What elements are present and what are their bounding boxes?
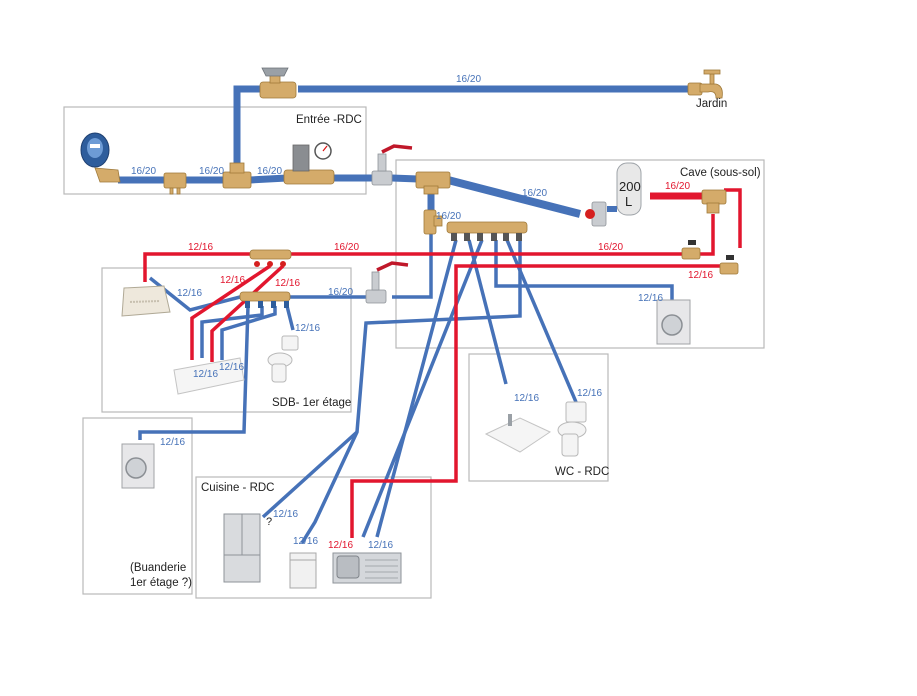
pipe-labels: 16/20 16/20 16/20 16/20 16/20 16/20 16/2…	[131, 74, 713, 551]
room-label-sdb: SDB- 1er étage	[272, 397, 351, 409]
hot-pipe-sdb-sink-1	[190, 264, 271, 360]
hot-pipes	[143, 188, 742, 538]
hot-valve-2-icon	[719, 255, 739, 275]
sdb-toilet-icon	[267, 335, 299, 383]
entry-tee-icon	[222, 162, 252, 189]
water-heater-unit: L	[625, 194, 632, 209]
pipe-label: 12/16	[514, 393, 539, 404]
pipe-label: 12/16	[638, 293, 663, 304]
pipe-label: 16/20	[522, 188, 547, 199]
cold-pipe-sdb-sink-2	[220, 306, 277, 360]
water-meter-icon	[80, 132, 121, 183]
manifold-tee-icon	[423, 209, 443, 235]
hot-pipe-sdb-shower	[143, 252, 250, 282]
fridge-question-mark: ?	[266, 516, 272, 528]
heater-tee-icon	[701, 189, 727, 214]
pipe-label: 12/16	[295, 323, 320, 334]
kitchen-sink-icon	[332, 552, 402, 584]
cold-pipe-wc-sink	[467, 239, 508, 385]
garden-tap-icon	[687, 69, 723, 99]
cave-tee-icon	[415, 171, 451, 195]
pipe-label: 16/20	[328, 287, 353, 298]
pipe-label: 12/16	[577, 388, 602, 399]
pipe-label: 16/20	[456, 74, 481, 85]
water-heater-icon	[616, 162, 642, 216]
room-label-cave: Cave (sous-sol)	[680, 167, 761, 179]
garden-label: Jardin	[696, 98, 727, 110]
pipe-label: 16/20	[598, 242, 623, 253]
pipe-label: 16/20	[665, 181, 690, 192]
hot-pipe-tee-down	[700, 214, 715, 256]
pipe-label: 12/16	[328, 540, 353, 551]
check-valve-icon	[163, 172, 187, 195]
water-heater-capacity: 200	[619, 179, 641, 194]
hot-pipe-cuisine	[350, 264, 722, 538]
pipe-label: 12/16	[688, 270, 713, 281]
cold-pipe-cuisine-1	[375, 239, 458, 538]
room-label-entree: Entrée -RDC	[296, 114, 362, 126]
pressure-reducer-icon	[283, 142, 335, 185]
room-entree-box	[63, 106, 367, 195]
pipe-label: 12/16	[177, 288, 202, 299]
wc-sink-icon	[484, 414, 552, 453]
shower-tray-icon	[121, 285, 171, 317]
cold-pipe-to-garden-valve	[233, 85, 262, 168]
pipe-label: 16/20	[334, 242, 359, 253]
pipe-label: 16/20	[257, 166, 282, 177]
cold-pipe-valve-to-cave	[391, 174, 419, 183]
room-cuisine-box	[195, 476, 432, 599]
pipe-label: 12/16	[219, 362, 244, 373]
cave-manifold-icon	[446, 221, 528, 241]
pipe-label: 12/16	[220, 275, 245, 286]
safety-group-icon	[585, 201, 617, 227]
cold-pipe-to-heater	[447, 176, 581, 218]
fridge-icon	[223, 513, 261, 583]
cold-pipe-buanderie-washer	[138, 305, 250, 440]
pipe-label: 12/16	[160, 437, 185, 448]
room-sdb-box	[101, 267, 352, 413]
hot-pipe-sdb-sink-2	[210, 264, 285, 362]
room-label-buanderie-2: 1er étage ?)	[130, 577, 192, 589]
pipe-label: 16/20	[436, 211, 461, 222]
pipe-label: 12/16	[193, 369, 218, 380]
sdb-cold-manifold-icon	[239, 291, 291, 308]
cold-pipe-sdb-toilet	[285, 305, 295, 331]
buanderie-washing-machine-icon	[121, 443, 155, 489]
pipe-label: 16/20	[199, 166, 224, 177]
pipe-label: 16/20	[131, 166, 156, 177]
garden-valve-icon	[259, 67, 297, 99]
dishwasher-icon	[289, 552, 317, 589]
cold-pipe-sdb-sink-1	[200, 306, 264, 358]
pipe-label: 12/16	[275, 278, 300, 289]
pipe-label: 12/16	[293, 536, 318, 547]
pipe-label: 12/16	[368, 540, 393, 551]
hot-valve-1-icon	[681, 240, 701, 260]
wc-toilet-icon	[557, 401, 587, 457]
room-buanderie-box	[82, 417, 193, 595]
cave-washing-machine-icon	[656, 299, 691, 345]
cold-pipe-cave-washer	[494, 240, 674, 302]
room-label-buanderie-1: (Buanderie	[130, 562, 186, 574]
room-wc-box	[468, 353, 609, 482]
main-stop-valve-icon	[371, 144, 413, 186]
pipe-label: 12/16	[273, 509, 298, 520]
sdb-hot-manifold-icon	[249, 249, 292, 267]
room-label-cuisine: Cuisine - RDC	[201, 482, 275, 494]
cold-pipe-cuisine-2	[361, 239, 484, 538]
hot-pipe-tee-right	[724, 188, 742, 248]
pipe-label: 12/16	[188, 242, 213, 253]
cold-pipe-fridge	[261, 430, 359, 519]
sdb-sink-icon	[173, 357, 245, 395]
cold-pipe-tee-to-reducer	[249, 174, 288, 184]
cold-pipe-cuisine-fridge-dishwasher	[300, 240, 522, 544]
room-label-wc: WC - RDC	[555, 466, 609, 478]
sdb-stop-valve-icon	[365, 261, 409, 304]
